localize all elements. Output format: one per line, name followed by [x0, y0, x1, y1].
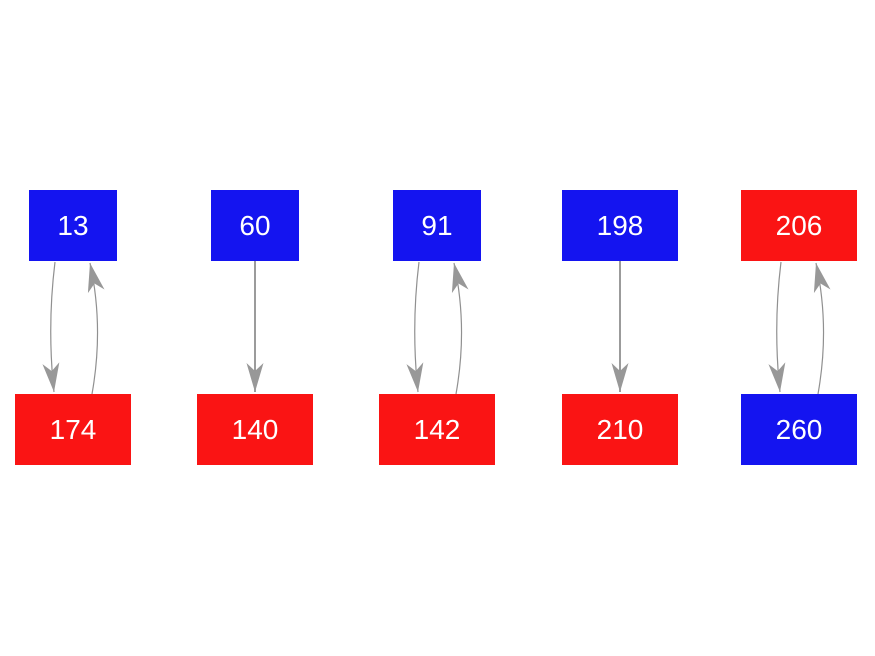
graph-node: 210: [562, 394, 678, 465]
graph-node: 13: [29, 190, 117, 261]
graph-node: 260: [741, 394, 857, 465]
graph-node: 206: [741, 190, 857, 261]
edge-arrow: [451, 262, 469, 395]
graph-node: 142: [379, 394, 495, 465]
edge-arrow: [42, 261, 60, 393]
edge-arrow: [813, 262, 831, 395]
edge-arrow: [87, 262, 105, 395]
graph-node: 60: [211, 190, 299, 261]
graph-node: 91: [393, 190, 481, 261]
edge-arrow: [768, 261, 786, 393]
graph-node: 140: [197, 394, 313, 465]
graph-node: 174: [15, 394, 131, 465]
edge-arrow: [406, 261, 424, 393]
graph-node: 198: [562, 190, 678, 261]
